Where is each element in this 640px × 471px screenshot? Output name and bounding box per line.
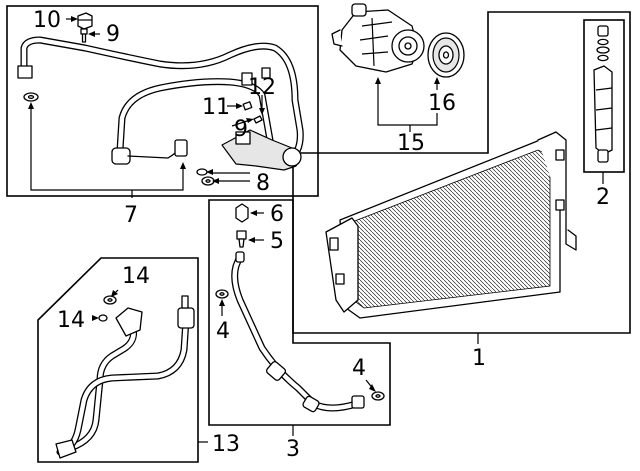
callout-14: 14 <box>57 308 85 333</box>
callout-16: 16 <box>428 91 456 116</box>
washer-icon <box>23 92 39 102</box>
cap-icon <box>235 203 249 223</box>
callout-9: 9 <box>234 117 248 142</box>
callout-5: 5 <box>270 229 284 254</box>
group-box-7 <box>6 5 319 197</box>
callout-12: 12 <box>248 75 276 100</box>
callout-4: 4 <box>352 356 366 381</box>
group-box-1 <box>292 11 631 334</box>
callout-14: 14 <box>122 264 150 289</box>
nut-icon <box>77 12 93 30</box>
callout-8: 8 <box>256 171 270 196</box>
compressor-icon <box>331 3 425 73</box>
callout-13: 13 <box>212 432 240 457</box>
o-ring-icon <box>196 168 215 186</box>
valve-core-icon <box>236 230 247 248</box>
callout-11: 11 <box>202 95 230 120</box>
receiver-drier-icon <box>593 25 613 163</box>
callout-7: 7 <box>124 203 138 228</box>
washer-icon <box>371 391 385 401</box>
callout-4: 4 <box>216 319 230 344</box>
callout-6: 6 <box>270 202 284 227</box>
o-ring-icon <box>98 295 117 322</box>
clutch-pulley-icon <box>427 32 465 78</box>
callout-1: 1 <box>472 346 486 371</box>
callout-2: 2 <box>596 185 610 210</box>
callout-9: 9 <box>106 22 120 47</box>
group-box-3 <box>208 199 391 426</box>
hose-assembly-7 <box>17 36 304 171</box>
condenser-icon <box>325 131 577 319</box>
suction-hose-icon <box>55 295 195 459</box>
bolt-icon <box>80 28 88 43</box>
group-box-2 <box>583 19 625 173</box>
liquid-line-icon <box>231 251 365 413</box>
bolt-icon <box>242 101 263 124</box>
callout-15: 15 <box>397 131 425 156</box>
callout-3: 3 <box>286 437 300 462</box>
washer-icon <box>215 289 229 299</box>
group-box-13 <box>37 257 199 463</box>
callout-10: 10 <box>33 8 61 33</box>
